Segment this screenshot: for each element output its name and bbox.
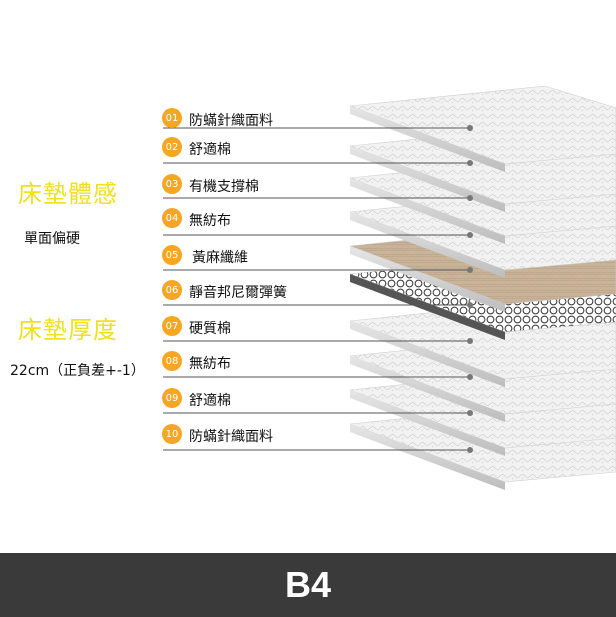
layer-label: 黃麻纖維 <box>192 250 248 266</box>
layer-slab-01 <box>349 85 616 172</box>
layer-label: 舒適棉 <box>189 142 231 158</box>
layer-number-badge: 03 <box>162 174 182 194</box>
feel-title: 床墊體感 <box>18 180 118 208</box>
layer-number-badge: 10 <box>162 424 182 444</box>
leader-dot-03 <box>467 195 473 201</box>
leader-dot-02 <box>467 160 473 166</box>
leader-dot-08 <box>467 374 473 380</box>
layer-label: 有機支撐棉 <box>189 179 259 195</box>
leader-dot-04 <box>467 232 473 238</box>
layer-label: 防蟎針織面料 <box>189 113 273 129</box>
model-name: B4 <box>284 564 332 605</box>
thickness-title: 床墊厚度 <box>18 316 118 344</box>
leader-dot-01 <box>467 125 473 131</box>
leader-dot-06 <box>467 302 473 308</box>
layer-label: 無紡布 <box>189 356 231 372</box>
layer-label: 防蟎針織面料 <box>189 429 273 445</box>
layer-number-badge: 04 <box>162 208 182 228</box>
layer-number-badge: 06 <box>162 280 182 300</box>
leader-dot-10 <box>467 447 473 453</box>
thickness-value: 22cm（正負差+-1） <box>10 363 145 379</box>
layer-number-badge: 09 <box>162 388 182 408</box>
layer-number-badge: 07 <box>162 316 182 336</box>
layer-number-badge: 05 <box>162 245 182 265</box>
layer-number-badge: 01 <box>162 108 182 128</box>
layer-number-badge: 02 <box>162 137 182 157</box>
layer-label: 無紡布 <box>189 213 231 229</box>
leader-dot-05 <box>467 267 473 273</box>
layer-number-badge: 08 <box>162 351 182 371</box>
leader-dot-07 <box>467 338 473 344</box>
layer-label: 舒適棉 <box>189 393 231 409</box>
footer-bar: B4 <box>0 553 616 617</box>
feel-value: 單面偏硬 <box>24 231 80 247</box>
layer-label: 硬質棉 <box>189 321 231 337</box>
mattress-layer-stack <box>163 85 616 490</box>
leader-dot-09 <box>467 410 473 416</box>
layer-label: 靜音邦尼爾彈簧 <box>189 285 287 301</box>
